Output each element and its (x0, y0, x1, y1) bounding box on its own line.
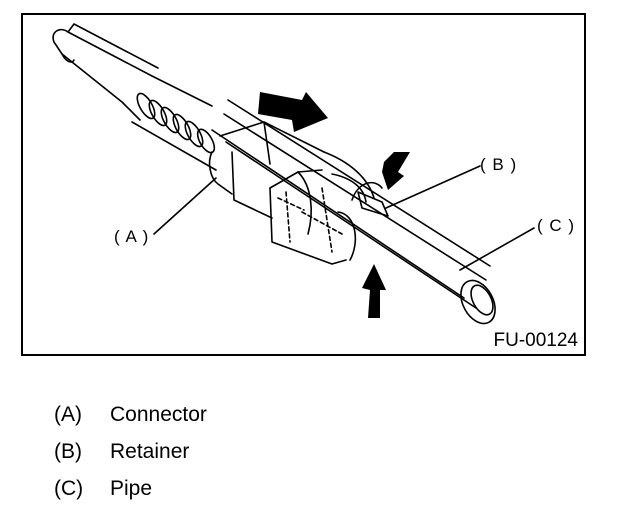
legend-label: Connector (110, 403, 207, 426)
hose-left (52, 23, 217, 171)
legend-item: (C) Pipe (54, 478, 152, 499)
legend-item: (B) Retainer (54, 441, 189, 462)
legend-item: (A) Connector (54, 404, 207, 425)
legend-key: (A) (54, 403, 82, 426)
arrow-press-top-icon (382, 152, 410, 190)
arrow-push-direction-icon (258, 92, 328, 132)
callout-c: ( C ) (537, 216, 576, 235)
connector-illustration (52, 23, 535, 325)
legend-key: (B) (54, 440, 82, 463)
leader-line-c (459, 227, 535, 271)
legend-label: Pipe (110, 477, 153, 500)
figure-frame: ( A ) ( B ) ( C ) FU-00124 (21, 13, 586, 356)
arrow-press-bottom-icon (362, 264, 386, 318)
figure-code: FU-00124 (493, 330, 579, 351)
connector-body (208, 121, 375, 265)
callout-a: ( A ) (114, 227, 150, 246)
leader-line-a (153, 177, 217, 235)
callout-b: ( B ) (480, 155, 518, 174)
pipe-right (211, 99, 496, 325)
legend-label: Retainer (110, 440, 190, 463)
legend-key: (C) (54, 477, 84, 500)
leader-line-b (385, 165, 481, 209)
